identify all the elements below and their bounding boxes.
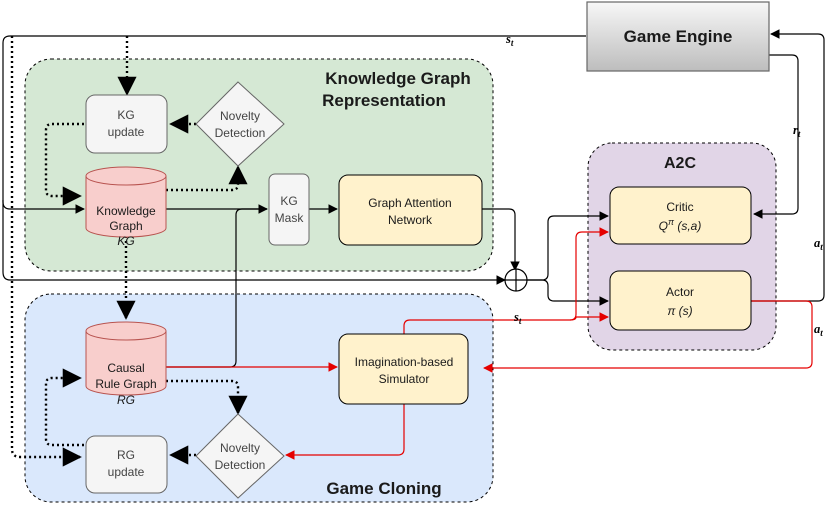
kg-group-title-line2: Representation xyxy=(322,91,446,110)
edge-rg-to-novelty xyxy=(166,379,248,415)
critic-line1: Critic xyxy=(666,200,693,214)
edge-combiner-to-critic xyxy=(527,211,609,281)
causal-rule-graph-node xyxy=(85,321,167,396)
label-s-t-mid: st xyxy=(513,310,522,326)
edge-kg-to-novelty xyxy=(166,165,248,192)
edge-kg-update-to-kg xyxy=(44,122,84,206)
novelty-detection-top-node xyxy=(195,81,285,167)
edge-engine-to-rg-update xyxy=(10,36,82,467)
label-a-t-mid: at xyxy=(814,322,823,338)
game-engine-label: Game Engine xyxy=(624,27,733,46)
label-s-t-top: st xyxy=(505,32,514,48)
rg-update-node xyxy=(85,435,168,494)
a2c-title: A2C xyxy=(664,155,696,172)
game-engine-node xyxy=(586,1,770,72)
simulator-node xyxy=(338,333,469,405)
edge-combiner-to-actor xyxy=(527,279,609,306)
rg-line3: RG xyxy=(117,393,135,407)
label-r-t: rt xyxy=(793,123,801,139)
novelty-bottom-line2: Detection xyxy=(215,458,266,472)
kg-line2: Graph xyxy=(109,219,142,233)
edge-actor-action-to-engine xyxy=(751,29,825,302)
critic-line2: Qπ (s,a) xyxy=(659,217,702,233)
edge-simulator-to-actor xyxy=(569,312,609,322)
edge-simulator-to-novelty xyxy=(285,400,405,460)
kg-line1: Knowledge xyxy=(96,204,156,218)
edge-gat-to-combiner xyxy=(482,208,520,271)
critic-node xyxy=(609,186,752,245)
rg-line1: Causal xyxy=(107,361,144,375)
edge-state-to-combiner xyxy=(2,200,506,285)
kg-mask-line1: KG xyxy=(280,194,297,208)
novelty-top-line2: Detection xyxy=(215,126,266,140)
kg-group-title-line1: Knowledge Graph xyxy=(325,69,470,88)
rg-update-line1: RG xyxy=(117,448,135,462)
novelty-bottom-line1: Novelty xyxy=(220,441,260,455)
actor-line1: Actor xyxy=(666,285,694,299)
rg-line2: Rule Graph xyxy=(95,377,156,391)
kg-mask-line2: Mask xyxy=(275,211,305,225)
gat-line1: Graph Attention xyxy=(368,196,451,210)
game-cloning-title: Game Cloning xyxy=(326,479,441,498)
edge-simulator-to-critic xyxy=(403,227,609,334)
gat-line2: Network xyxy=(388,213,433,227)
label-a-t-right: at xyxy=(814,236,823,252)
actor-node xyxy=(609,270,752,331)
edge-engine-reward-to-critic xyxy=(753,54,799,219)
kg-update-node xyxy=(85,94,168,154)
simulator-line1: Imagination-based xyxy=(355,355,454,369)
knowledge-graph-node xyxy=(85,166,167,238)
novelty-detection-bottom-node xyxy=(195,413,285,499)
actor-line2: π (s) xyxy=(667,304,692,318)
combiner-circle-plus xyxy=(504,268,528,292)
edge-actor-action-to-simulator xyxy=(483,300,813,373)
kg-line3: KG xyxy=(117,234,134,248)
kg-mask-node xyxy=(268,173,310,246)
kg-update-line1: KG xyxy=(117,108,134,122)
edge-engine-state-left xyxy=(2,35,586,214)
simulator-line2: Simulator xyxy=(379,372,430,386)
kg-update-line2: update xyxy=(108,125,145,139)
gat-node xyxy=(338,174,483,246)
novelty-top-line1: Novelty xyxy=(220,109,260,123)
rg-update-line2: update xyxy=(108,465,145,479)
